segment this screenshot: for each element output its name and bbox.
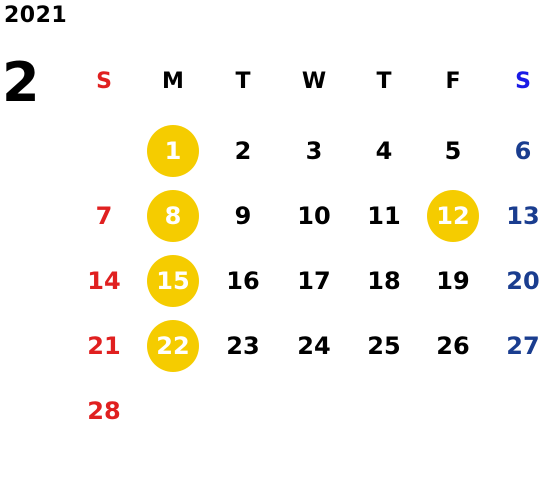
day-cell[interactable]: 17 [297, 267, 331, 295]
weekday-header-mon: M [162, 68, 184, 94]
day-number: 12 [436, 202, 470, 230]
day-cell[interactable]: 6 [514, 137, 532, 165]
day-cell[interactable]: 21 [87, 332, 121, 360]
weekday-header-fri: F [445, 68, 461, 94]
day-number: 15 [156, 267, 190, 295]
day-cell[interactable]: 24 [297, 332, 331, 360]
day-cell[interactable]: 18 [367, 267, 401, 295]
day-cell[interactable]: 9 [234, 202, 252, 230]
day-cell[interactable]: 14 [87, 267, 121, 295]
weekday-header-thu: T [376, 68, 392, 94]
day-cell[interactable]: 8 [147, 190, 199, 242]
day-cell[interactable]: 5 [444, 137, 462, 165]
month-number: 2 [2, 51, 40, 114]
day-cell[interactable]: 22 [147, 320, 199, 372]
day-cell[interactable]: 2 [234, 137, 252, 165]
day-number: 1 [164, 137, 182, 165]
day-number: 22 [156, 332, 190, 360]
day-cell[interactable]: 15 [147, 255, 199, 307]
day-cell[interactable]: 13 [506, 202, 540, 230]
weekday-header-tue: T [235, 68, 251, 94]
day-cell[interactable]: 12 [427, 190, 479, 242]
day-cell[interactable]: 19 [436, 267, 470, 295]
day-cell[interactable]: 26 [436, 332, 470, 360]
day-cell[interactable]: 16 [226, 267, 260, 295]
day-cell[interactable]: 25 [367, 332, 401, 360]
weekday-header-wed: W [301, 68, 327, 94]
day-cell[interactable]: 4 [375, 137, 393, 165]
day-number: 8 [164, 202, 182, 230]
day-cell[interactable]: 28 [87, 397, 121, 425]
day-cell[interactable]: 23 [226, 332, 260, 360]
day-cell[interactable]: 3 [305, 137, 323, 165]
weekday-header-sat: S [515, 68, 531, 94]
day-cell[interactable]: 10 [297, 202, 331, 230]
day-cell[interactable]: 20 [506, 267, 540, 295]
weekday-header-sun: S [96, 68, 112, 94]
day-cell[interactable]: 7 [95, 202, 113, 230]
year-label: 2021 [4, 3, 68, 28]
day-cell[interactable]: 11 [367, 202, 401, 230]
day-cell[interactable]: 27 [506, 332, 540, 360]
day-cell[interactable]: 1 [147, 125, 199, 177]
